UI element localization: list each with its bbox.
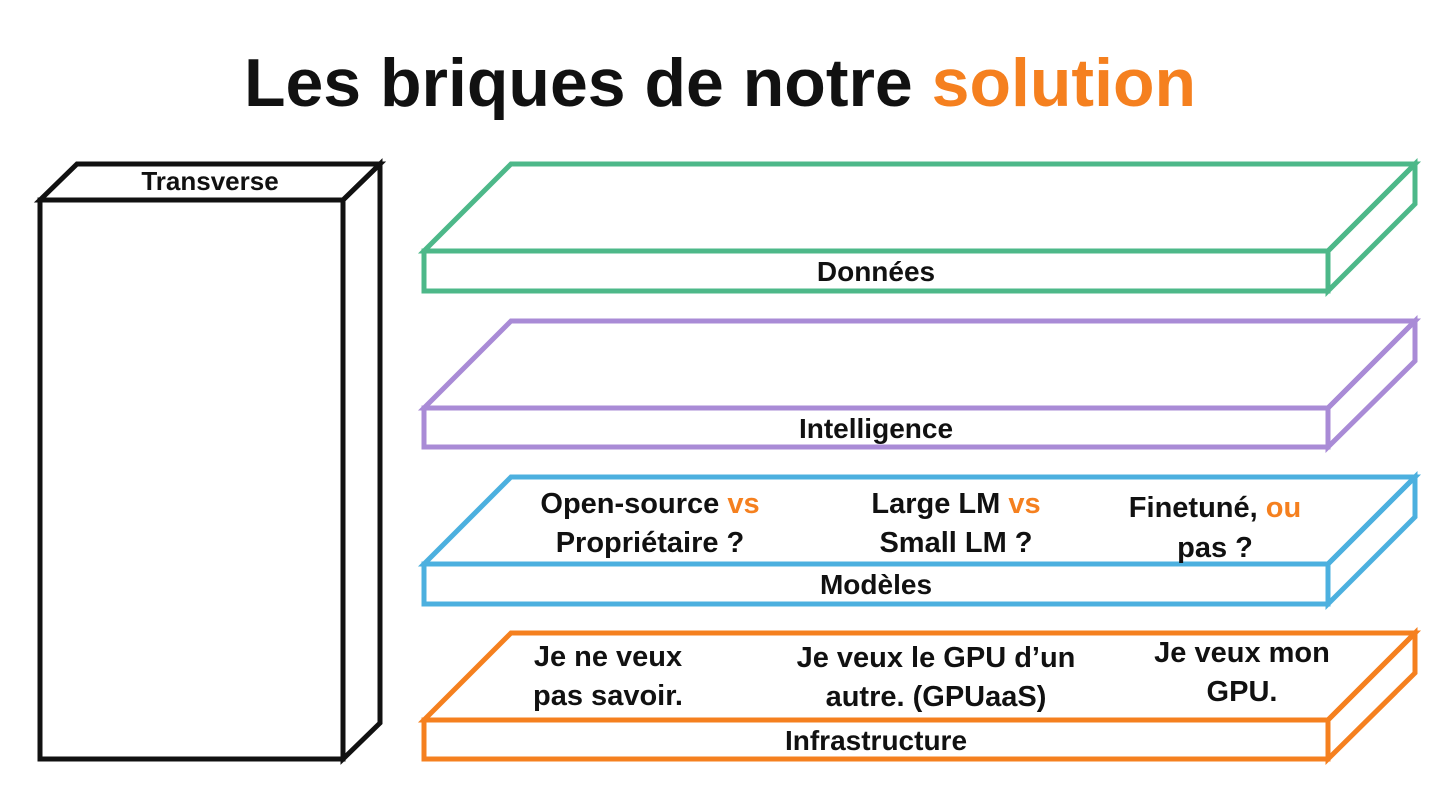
layer-label-donnees: Données (817, 256, 935, 287)
title-main: Les briques de notre (244, 45, 932, 121)
title-highlight: solution (932, 45, 1196, 121)
intelligence-top-face (417, 318, 1422, 411)
infrastructure-front-face (421, 717, 1331, 762)
layer-intelligence (417, 314, 1422, 453)
modeles-option-2-line1: Large LM vs (871, 488, 1040, 520)
donnees-side-face (1325, 157, 1418, 298)
layer-modeles (417, 470, 1422, 611)
infra-option-1-line2: pas savoir. (533, 680, 683, 712)
infrastructure-side-face (1325, 626, 1418, 765)
infra-option-2-line2: autre. (GPUaaS) (826, 681, 1047, 713)
layer-label-infrastructure: Infrastructure (785, 725, 967, 756)
modeles-option-3-line2: pas ? (1177, 532, 1253, 564)
layer-donnees (417, 157, 1422, 298)
layer-infrastructure (417, 626, 1422, 765)
modeles-option-3-line1: Finetuné, ou (1129, 492, 1301, 524)
donnees-front-face (421, 248, 1331, 294)
transverse-front-face (37, 197, 346, 762)
transverse-side-face (340, 158, 383, 765)
modeles-front-face (421, 561, 1331, 607)
modeles-option-2-line2: Small LM ? (879, 527, 1032, 559)
donnees-top-face (417, 161, 1422, 254)
layer-label-intelligence: Intelligence (799, 413, 953, 444)
infra-option-2-line1: Je veux le GPU d’un (797, 642, 1076, 674)
modeles-option-1-line2: Propriétaire ? (556, 527, 745, 559)
infra-option-3-line2: GPU. (1207, 676, 1278, 708)
infrastructure-options: Je ne veux pas savoir. Je veux le GPU d’… (533, 637, 1330, 713)
infra-option-1-line1: Je ne veux (534, 641, 682, 673)
transverse-pillar (33, 158, 387, 765)
intelligence-side-face (1325, 314, 1418, 453)
modeles-option-1-line1: Open-source vs (540, 488, 759, 520)
page-title: Les briques de notre solution (244, 45, 1196, 121)
transverse-label: Transverse (141, 166, 278, 196)
layer-label-modeles: Modèles (820, 569, 932, 600)
modeles-side-face (1325, 470, 1418, 611)
infra-option-3-line1: Je veux mon (1154, 637, 1330, 669)
modeles-options: Open-source vs Propriétaire ? Large LM v… (540, 488, 1301, 564)
intelligence-front-face (421, 405, 1331, 450)
